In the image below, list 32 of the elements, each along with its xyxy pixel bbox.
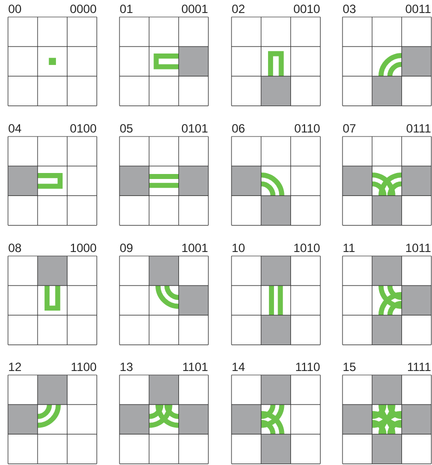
binary-code: 0010 <box>294 4 320 14</box>
tile-number: 10 <box>232 244 245 252</box>
binary-code: 0011 <box>406 4 430 14</box>
binary-code: 1011 <box>406 244 430 252</box>
tile-number: 13 <box>120 362 133 372</box>
binary-code: 0001 <box>182 4 208 14</box>
tile-number: 08 <box>8 244 22 252</box>
tile-number: 04 <box>8 124 22 133</box>
tile-number: 07 <box>343 124 356 133</box>
binary-code: 1001 <box>182 244 208 252</box>
tile-number: 01 <box>120 4 132 14</box>
binary-code: 0000 <box>70 4 96 14</box>
tile-number: 03 <box>343 4 356 14</box>
binary-code: 1100 <box>72 362 96 372</box>
binary-code: 0111 <box>406 124 431 133</box>
binary-code: 1110 <box>296 362 320 372</box>
binary-code: 1000 <box>70 244 96 252</box>
tile-number: 14 <box>232 362 245 371</box>
binary-code: 0110 <box>294 124 320 133</box>
tile-number: 12 <box>9 362 21 371</box>
binary-code: 1111 <box>408 362 431 371</box>
tile-number: 09 <box>120 244 132 252</box>
binary-code: 0100 <box>70 124 96 133</box>
tile-number: 06 <box>232 124 245 133</box>
tile-number: 05 <box>120 124 133 133</box>
tile-number: 00 <box>8 4 22 14</box>
binary-code: 1101 <box>183 362 208 372</box>
tile-number: 11 <box>344 244 355 252</box>
binary-code: 0101 <box>182 124 208 133</box>
tile-number: 02 <box>232 4 244 14</box>
binary-code: 1010 <box>294 244 320 252</box>
tile-number: 15 <box>344 362 356 372</box>
